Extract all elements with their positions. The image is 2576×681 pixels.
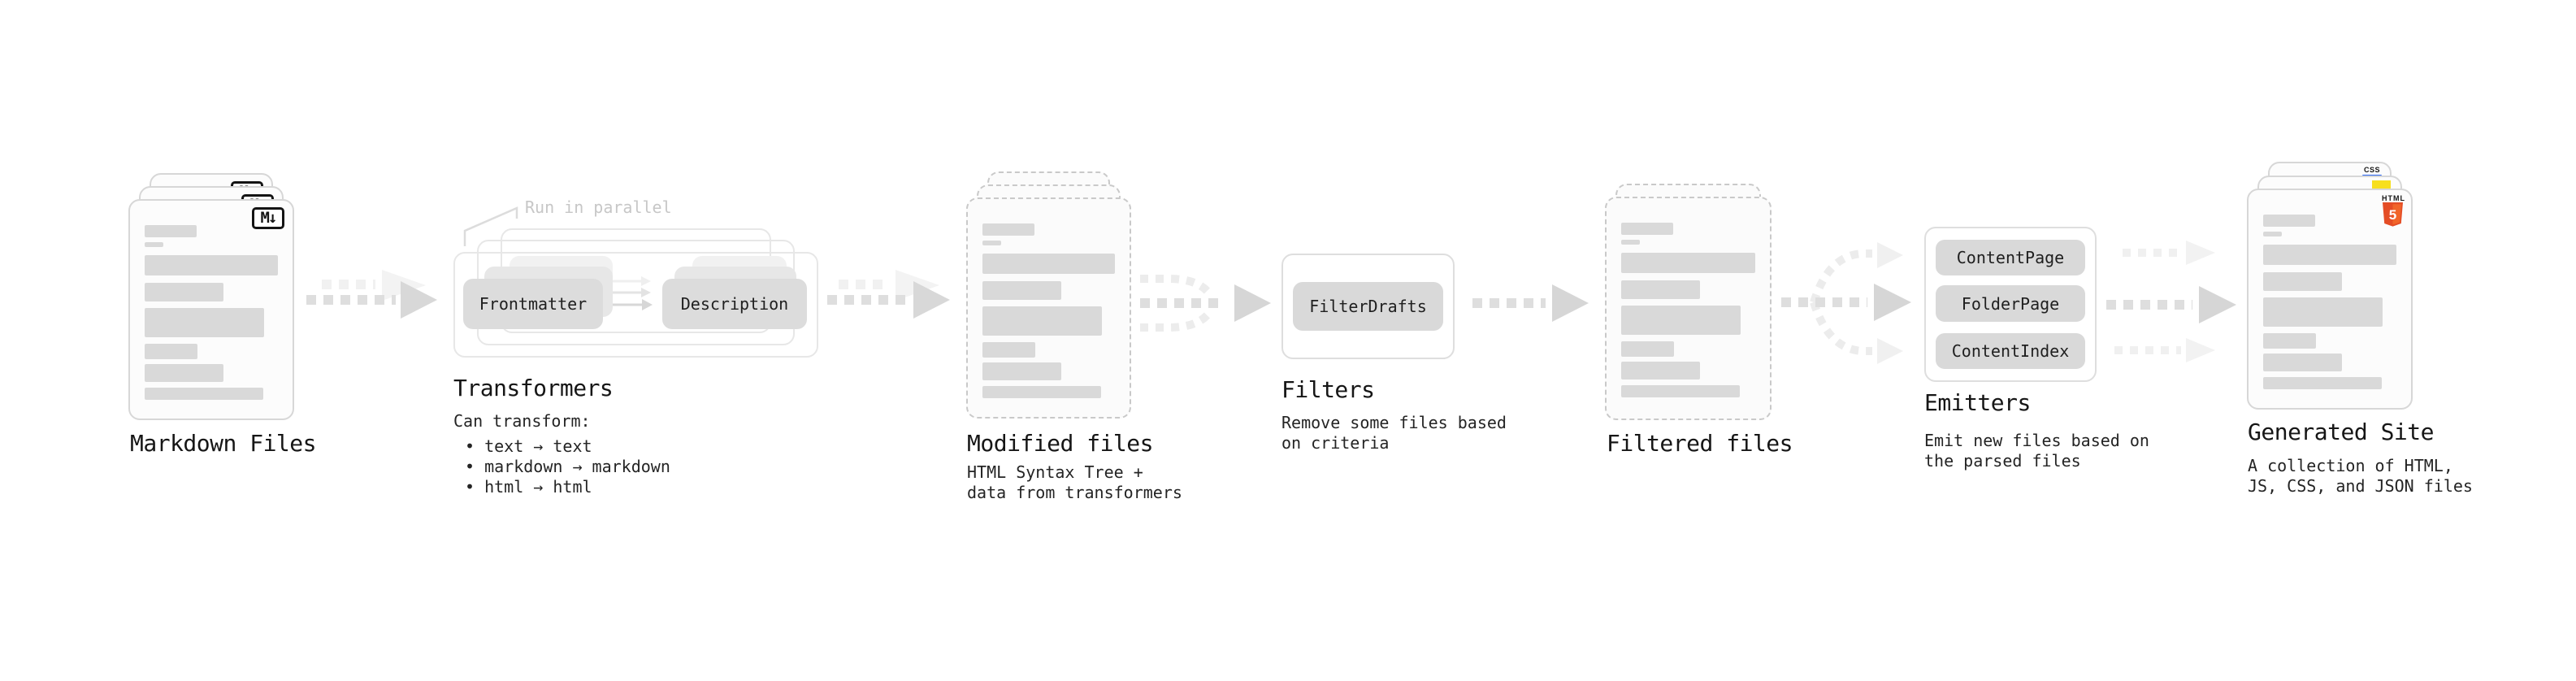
generated-site-title: Generated Site <box>2248 419 2435 445</box>
placeholder-text-bar <box>2263 333 2316 349</box>
emitters-box: ContentPage FolderPage ContentIndex <box>1924 227 2097 382</box>
emitters-desc-line1: Emit new files based on <box>1924 431 2149 450</box>
placeholder-text-bar <box>145 308 264 337</box>
placeholder-text-bar <box>2263 232 2282 236</box>
placeholder-text-bar <box>2263 377 2382 389</box>
transformers-bullet: • text → text <box>465 436 592 456</box>
placeholder-text-bar <box>145 388 263 400</box>
transformers-desc-heading: Can transform: <box>453 411 591 431</box>
placeholder-text-bar <box>982 281 1061 300</box>
generated-site-desc-line1: A collection of HTML, <box>2248 456 2453 475</box>
markdown-file-card-front: M↓ <box>128 199 294 420</box>
placeholder-text-bar <box>1621 240 1640 245</box>
content-page-pill: ContentPage <box>1936 240 2085 275</box>
document-placeholder-lines <box>130 201 293 400</box>
generated-site-desc-line2: JS, CSS, and JSON files <box>2248 476 2473 496</box>
modified-files-desc-line2: data from transformers <box>967 483 1182 502</box>
html5-icon: HTML 5 <box>2382 194 2405 231</box>
placeholder-text-bar <box>2263 354 2342 371</box>
modified-files-title: Modified files <box>967 430 1154 457</box>
placeholder-text-bar <box>1621 280 1700 299</box>
arrow-emitters-to-generated <box>2106 241 2236 362</box>
arrow-filtered-to-emitters-split <box>1781 242 1911 364</box>
placeholder-text-bar <box>1621 306 1741 335</box>
transformers-title: Transformers <box>453 375 614 401</box>
filtered-files-title: Filtered files <box>1607 430 1793 457</box>
placeholder-text-bar <box>2263 215 2315 227</box>
filter-drafts-pill: FilterDrafts <box>1293 282 1443 331</box>
arrow-transformers-to-modified <box>827 270 950 319</box>
placeholder-text-bar <box>982 342 1035 358</box>
filtered-file-card-front <box>1605 197 1772 420</box>
javascript-file-icon <box>2372 180 2391 189</box>
run-in-parallel-note: Run in parallel <box>525 197 672 217</box>
placeholder-text-bar <box>1621 362 1700 380</box>
svg-text:5: 5 <box>2389 207 2396 223</box>
filters-title: Filters <box>1281 376 1375 403</box>
transformers-bullet: • html → html <box>465 477 592 497</box>
arrow-markdown-to-transformers <box>306 270 437 319</box>
transformer-inner-arrows <box>609 276 653 310</box>
arrow-modified-to-filters-merge <box>1140 275 1271 332</box>
arrow-filters-to-filtered <box>1472 284 1589 322</box>
modified-file-card-front <box>966 197 1131 419</box>
html5-shield: 5 <box>2383 202 2403 227</box>
placeholder-text-bar <box>1621 341 1674 357</box>
placeholder-text-bar <box>982 362 1061 380</box>
transformers-bullet: • markdown → markdown <box>465 457 670 476</box>
placeholder-text-bar <box>145 225 197 237</box>
placeholder-text-bar <box>1621 223 1673 235</box>
emitters-desc-line2: the parsed files <box>1924 451 2081 471</box>
placeholder-text-bar <box>982 254 1115 274</box>
placeholder-text-bar <box>1621 385 1740 397</box>
document-placeholder-lines <box>968 199 1130 398</box>
transformer-container-front <box>453 252 818 358</box>
placeholder-text-bar <box>2263 245 2396 265</box>
filters-box: FilterDrafts <box>1281 254 1455 359</box>
placeholder-text-bar <box>145 364 223 382</box>
frontmatter-pill: Frontmatter <box>463 279 603 329</box>
placeholder-text-bar <box>2263 272 2342 291</box>
modified-files-desc-line1: HTML Syntax Tree + <box>967 462 1143 482</box>
description-pill: Description <box>662 279 807 329</box>
markdown-icon: M↓ <box>252 207 284 229</box>
content-index-pill: ContentIndex <box>1936 333 2085 369</box>
folder-page-pill: FolderPage <box>1936 285 2085 322</box>
emitters-title: Emitters <box>1924 389 2031 416</box>
placeholder-text-bar <box>1621 253 1755 273</box>
placeholder-text-bar <box>982 306 1102 336</box>
filters-desc-line1: Remove some files based <box>1281 413 1507 432</box>
placeholder-text-bar <box>145 344 197 359</box>
generated-html-file-card: HTML 5 <box>2247 189 2413 410</box>
document-placeholder-lines <box>1607 198 1770 397</box>
placeholder-text-bar <box>982 241 1001 245</box>
document-placeholder-lines <box>2249 190 2411 389</box>
filters-desc-line2: on criteria <box>1281 433 1390 453</box>
run-in-parallel-callout-line <box>463 206 518 246</box>
placeholder-text-bar <box>982 223 1034 236</box>
markdown-files-title: Markdown Files <box>130 430 317 457</box>
placeholder-text-bar <box>2263 297 2383 327</box>
placeholder-text-bar <box>145 255 278 275</box>
placeholder-text-bar <box>145 283 223 301</box>
placeholder-text-bar <box>145 242 163 247</box>
placeholder-text-bar <box>982 386 1101 398</box>
